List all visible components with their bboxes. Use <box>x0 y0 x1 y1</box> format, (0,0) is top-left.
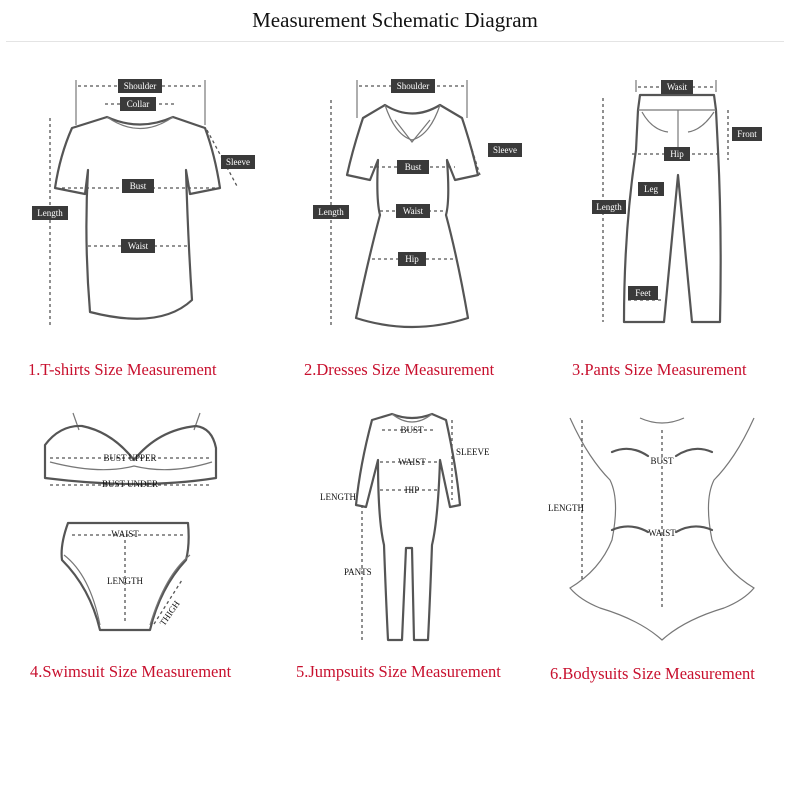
dress-diagram <box>330 80 481 329</box>
jumpsuit-waist-text: WAIST <box>398 457 426 467</box>
swimsuit-waist-text: WAIST <box>111 529 139 539</box>
tshirt-length-label: Length <box>32 206 68 220</box>
title-divider <box>6 41 784 42</box>
jumpsuit-sleeve-text: SLEEVE <box>456 447 490 457</box>
pants-length-text: Length <box>596 202 622 212</box>
tshirt-collar-text: Collar <box>127 99 150 109</box>
dress-bust-label: Bust <box>397 160 429 174</box>
tshirt-diagram <box>49 80 239 325</box>
pants-feet-text: Feet <box>635 288 651 298</box>
pants-waist-label: Wasit <box>661 80 693 94</box>
dress-bust-text: Bust <box>405 162 422 172</box>
pants-hip-text: Hip <box>670 149 684 159</box>
dress-shoulder-label: Shoulder <box>391 79 435 93</box>
bodysuit-bust-text: BUST <box>650 456 674 466</box>
tshirt-collar-label: Collar <box>120 97 156 111</box>
tshirt-waist-text: Waist <box>128 241 149 251</box>
tshirt-bust-text: Bust <box>130 181 147 191</box>
jumpsuit-length-text: LENGTH <box>320 492 356 502</box>
tshirt-shoulder-label: Shoulder <box>118 79 162 93</box>
bodysuit-diagram: BUST WAIST LENGTH <box>548 417 755 641</box>
pants-leg-label: Leg <box>638 182 664 196</box>
swimsuit-diagram: BUST UPPER BUST UNDER WAIST LENGTH THIGH <box>43 412 218 632</box>
bodysuit-length-text: LENGTH <box>548 503 584 513</box>
dress-hip-label: Hip <box>398 252 426 266</box>
dress-sleeve-label: Sleeve <box>488 143 522 157</box>
swimsuit-length-text: LENGTH <box>107 576 143 586</box>
dress-waist-label: Waist <box>396 204 430 218</box>
dress-waist-text: Waist <box>403 206 424 216</box>
jumpsuit-hip-text: HIP <box>405 485 420 495</box>
caption-dresses: 2.Dresses Size Measurement <box>304 360 495 379</box>
pants-hip-label: Hip <box>664 147 690 161</box>
caption-swimsuit: 4.Swimsuit Size Measurement <box>30 662 232 681</box>
tshirt-bust-label: Bust <box>122 179 154 193</box>
caption-jumpsuits: 5.Jumpsuits Size Measurement <box>296 662 501 681</box>
swimsuit-bust-upper-text: BUST UPPER <box>103 453 156 463</box>
tshirt-sleeve-text: Sleeve <box>226 157 250 167</box>
dress-sleeve-text: Sleeve <box>493 145 517 155</box>
pants-waist-text: Wasit <box>667 82 688 92</box>
jumpsuit-bust-text: BUST <box>400 425 424 435</box>
tshirt-shoulder-text: Shoulder <box>124 81 157 91</box>
caption-pants: 3.Pants Size Measurement <box>572 360 747 379</box>
swimsuit-bust-under-text: BUST UNDER <box>102 479 158 489</box>
dress-length-label: Length <box>313 205 349 219</box>
bodysuit-waist-text: WAIST <box>648 528 676 538</box>
tshirt-sleeve-label: Sleeve <box>221 155 255 169</box>
dress-shoulder-text: Shoulder <box>397 81 430 91</box>
tshirt-waist-label: Waist <box>121 239 155 253</box>
jumpsuit-pants-text: PANTS <box>344 567 372 577</box>
caption-bodysuits: 6.Bodysuits Size Measurement <box>550 664 755 683</box>
jumpsuit-diagram: BUST WAIST HIP SLEEVE LENGTH PANTS <box>320 412 490 642</box>
dress-hip-text: Hip <box>405 254 419 264</box>
pants-feet-label: Feet <box>628 286 658 300</box>
pants-length-label: Length <box>592 200 626 214</box>
dress-length-text: Length <box>318 207 344 217</box>
page-title: Measurement Schematic Diagram <box>252 8 538 32</box>
caption-tshirts: 1.T-shirts Size Measurement <box>28 360 217 379</box>
tshirt-length-text: Length <box>37 208 63 218</box>
pants-front-text: Front <box>737 129 757 139</box>
pants-leg-text: Leg <box>644 184 658 194</box>
pants-front-label: Front <box>732 127 762 141</box>
